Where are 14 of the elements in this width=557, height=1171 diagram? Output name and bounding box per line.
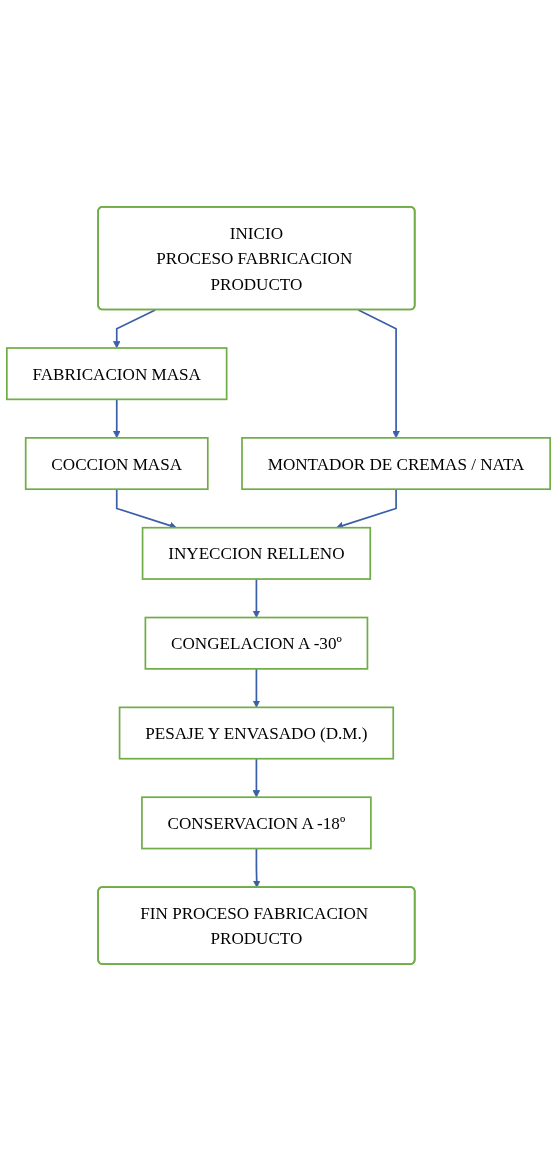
node-box: MONTADOR DE CREMAS / NATA [241,437,551,491]
node-box: PESAJE Y ENVASADO (D.M.) [118,706,395,760]
arrow [252,847,261,888]
arrow [113,309,157,349]
node-box: FABRICACION MASA [6,347,228,401]
arrow [357,309,400,439]
arrow [113,398,121,439]
node-box: CONGELACION A -30º [144,616,369,670]
arrow [252,668,261,708]
arrow [252,578,261,618]
arrow [252,757,261,798]
node-box: COCCION MASA [24,437,209,491]
node-box: INYECCION RELLENO [141,526,372,580]
node-box: CONSERVACION A -18º [141,796,372,850]
